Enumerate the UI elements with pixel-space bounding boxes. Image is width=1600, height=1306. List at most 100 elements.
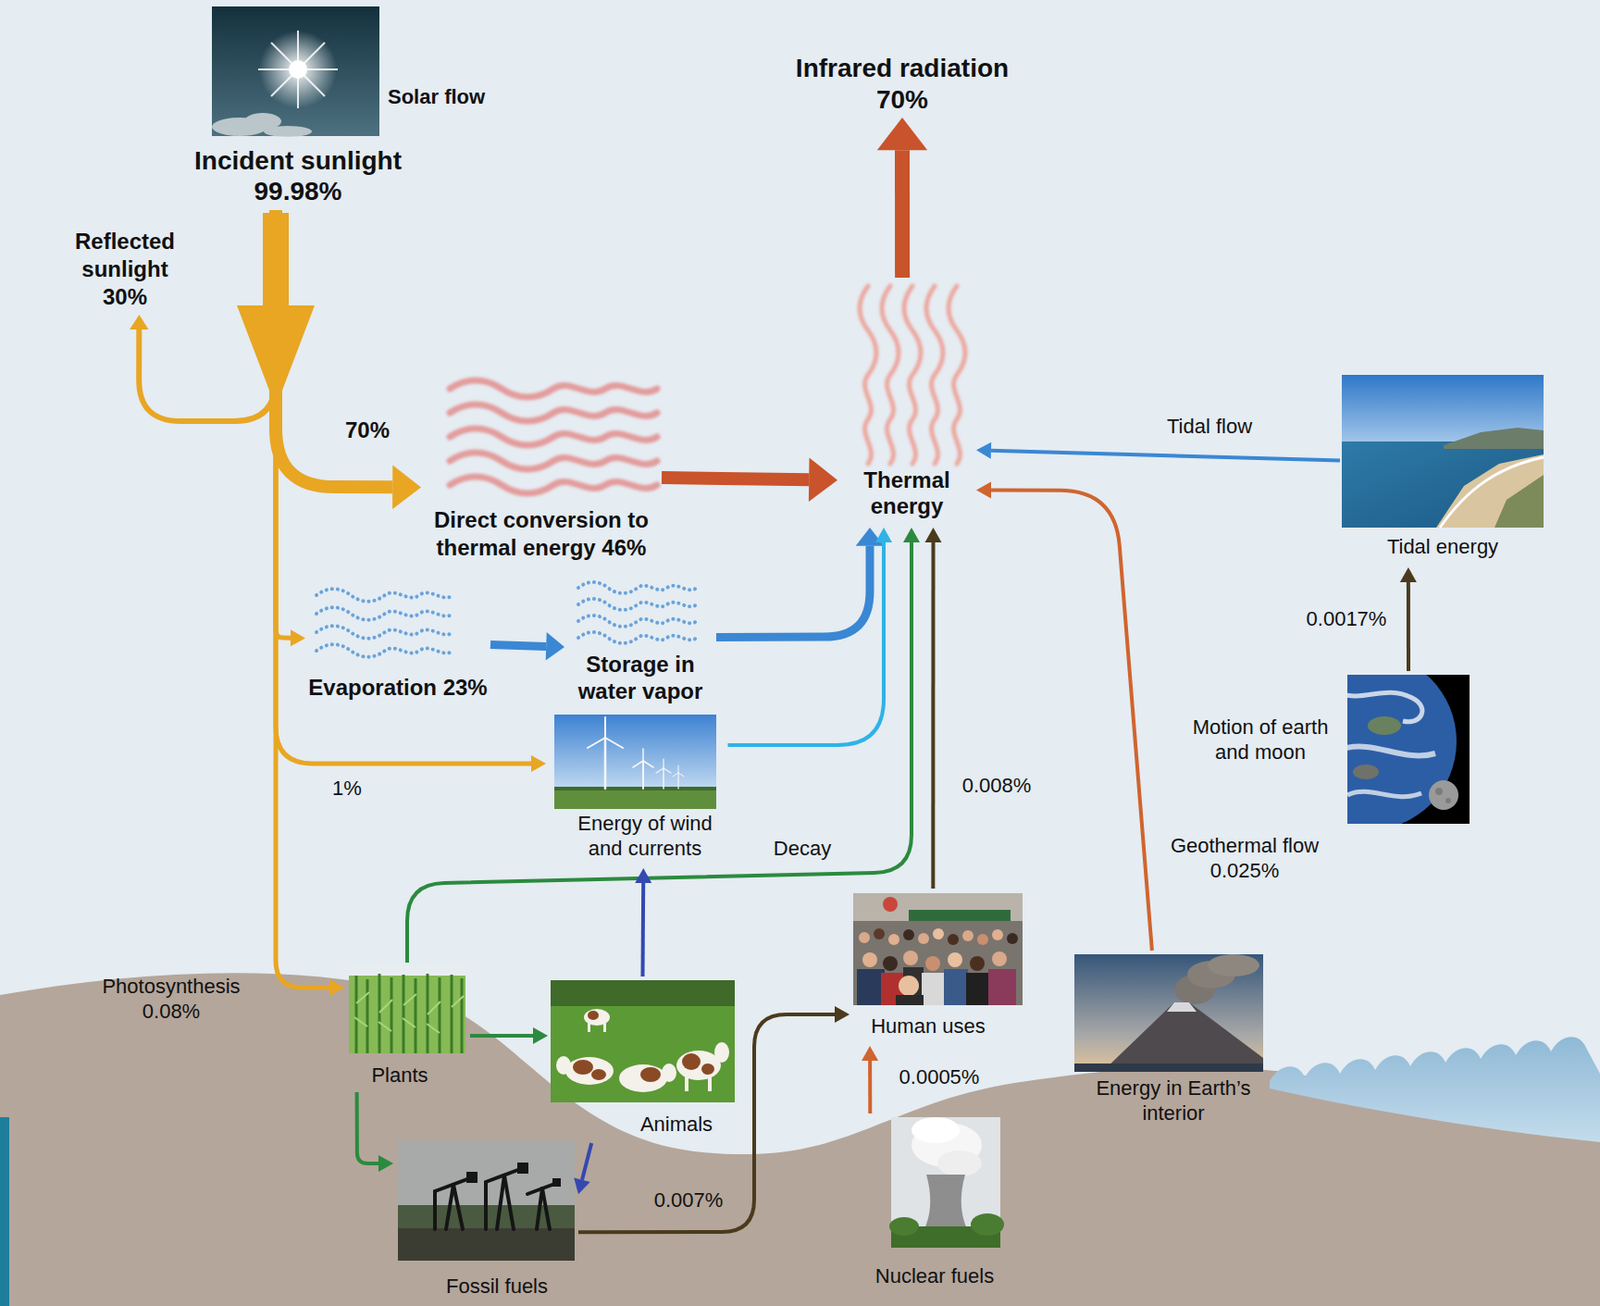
text-holder: Geothermal flow 0.025% — [1161, 832, 1328, 883]
animals-photo — [676, 1050, 721, 1080]
edge-label: Decay — [773, 835, 832, 861]
thermal-waves — [926, 285, 943, 464]
sun-photo — [271, 42, 325, 97]
nuclear-photo — [911, 1116, 960, 1143]
tidal-photo — [1436, 454, 1544, 528]
plants-photo — [348, 966, 466, 976]
human-uses-photo — [1006, 932, 1018, 944]
earth-moon-photo — [1428, 780, 1459, 810]
plants-photo — [356, 973, 462, 1054]
wind-photo — [643, 760, 654, 768]
human-uses-photo — [882, 955, 898, 971]
edge-label: Geothermal flow 0.025% — [1161, 832, 1328, 883]
arrow-head — [392, 465, 422, 510]
arrow-line — [275, 210, 532, 764]
flow-node: Storage in water vapor — [564, 571, 717, 711]
tidal-photo — [1341, 374, 1544, 528]
tidal-photo — [1443, 427, 1544, 449]
flow-node: Energy in Earth’s interior — [1071, 950, 1268, 1136]
human-uses-photo — [856, 928, 1018, 1005]
wind-photo — [554, 714, 717, 809]
arrow-line — [930, 542, 935, 889]
arrow-line — [728, 542, 885, 745]
flow-arrow — [573, 1142, 592, 1194]
wind-photo — [662, 758, 664, 769]
arrow-head — [976, 482, 992, 499]
arrow-head — [531, 755, 546, 772]
animals-photo — [640, 1066, 661, 1082]
edge-label: 0.008% — [962, 772, 1032, 798]
wind-photo — [642, 760, 645, 789]
earth-moon-photo — [1278, 652, 1470, 831]
text-holder: Evaporation 23% — [308, 673, 487, 702]
plants-photo — [390, 977, 394, 1054]
direct-heat-waves — [449, 428, 658, 446]
flow-node: Plants — [344, 962, 471, 1092]
animals-photo — [619, 1064, 668, 1092]
text-holder: Plants — [371, 1062, 428, 1088]
vapor-waves — [578, 598, 697, 610]
direct-heat-waves — [449, 476, 658, 494]
text-holder: 0.008% — [962, 772, 1032, 798]
node-text: Animals — [640, 1111, 713, 1137]
edge-label: Photosynthesis 0.08% — [92, 973, 250, 1024]
wind-photo — [642, 748, 645, 761]
text-holder: Animals — [640, 1111, 713, 1137]
flow-arrow — [1400, 567, 1417, 671]
fossil-fuels-photo — [536, 1188, 543, 1229]
text-holder: 0.0005% — [899, 1064, 980, 1090]
arrow-line — [275, 210, 330, 988]
sun-photo — [259, 30, 337, 109]
human-uses-photo — [873, 928, 885, 940]
arrow-line — [991, 490, 1153, 951]
text-holder: Tidal energy — [1387, 533, 1499, 559]
arrow-line — [407, 542, 912, 963]
arrow-line — [991, 450, 1340, 461]
arrow-head — [976, 442, 992, 459]
wind-photo — [605, 737, 623, 748]
text-holder: Incident sunlight 99.98% — [186, 145, 410, 207]
text-holder: Energy of wind and currents — [564, 810, 727, 861]
wind-photo — [678, 765, 680, 773]
human-uses-photo — [895, 994, 924, 1005]
ground — [1269, 1036, 1600, 1142]
sun-photo — [211, 6, 380, 137]
vapor-waves — [578, 582, 697, 644]
flow-arrow — [275, 210, 546, 772]
flow-node: Direct conversion to thermal energy 46% — [421, 365, 662, 565]
fossil-fuels-photo — [504, 1175, 514, 1229]
vapor-waves — [578, 615, 697, 627]
animals-photo — [572, 1059, 594, 1075]
plants-photo — [379, 999, 393, 1013]
flow-node: Nuclear fuels — [855, 1113, 1014, 1294]
text-holder: Infrared radiation 70% — [781, 52, 1023, 116]
arrow-head — [834, 1005, 850, 1023]
ground — [0, 1116, 10, 1306]
flow-node: Motion of earth and moon — [1156, 670, 1472, 829]
plants-photo — [356, 992, 370, 1004]
plants-photo — [354, 992, 464, 1033]
fossil-fuels-photo — [466, 1162, 561, 1187]
text-holder: Fossil fuels — [446, 1273, 548, 1299]
animals-photo — [565, 1056, 614, 1085]
arrow-line — [868, 1060, 872, 1114]
edge-label: Tidal flow — [1166, 413, 1253, 439]
arrow-head — [573, 1178, 591, 1195]
arrow-head — [545, 632, 565, 661]
text-holder: Tidal flow — [1166, 413, 1253, 439]
direct-heat-waves — [449, 452, 658, 470]
tidal-photo — [1494, 474, 1544, 528]
flow-arrow — [275, 210, 345, 996]
text-holder: Decay — [773, 835, 832, 861]
direct-heat-waves — [449, 380, 658, 397]
tidal-photo — [1341, 441, 1544, 528]
node-text: Nuclear fuels — [875, 1263, 994, 1289]
vapor-waves — [578, 632, 697, 644]
flow-arrow — [490, 632, 565, 661]
earth-moon-photo — [1445, 797, 1452, 804]
evaporation-waves — [316, 607, 454, 621]
thermal-waves — [859, 285, 966, 464]
node-text: Energy of wind and currents — [564, 810, 727, 861]
